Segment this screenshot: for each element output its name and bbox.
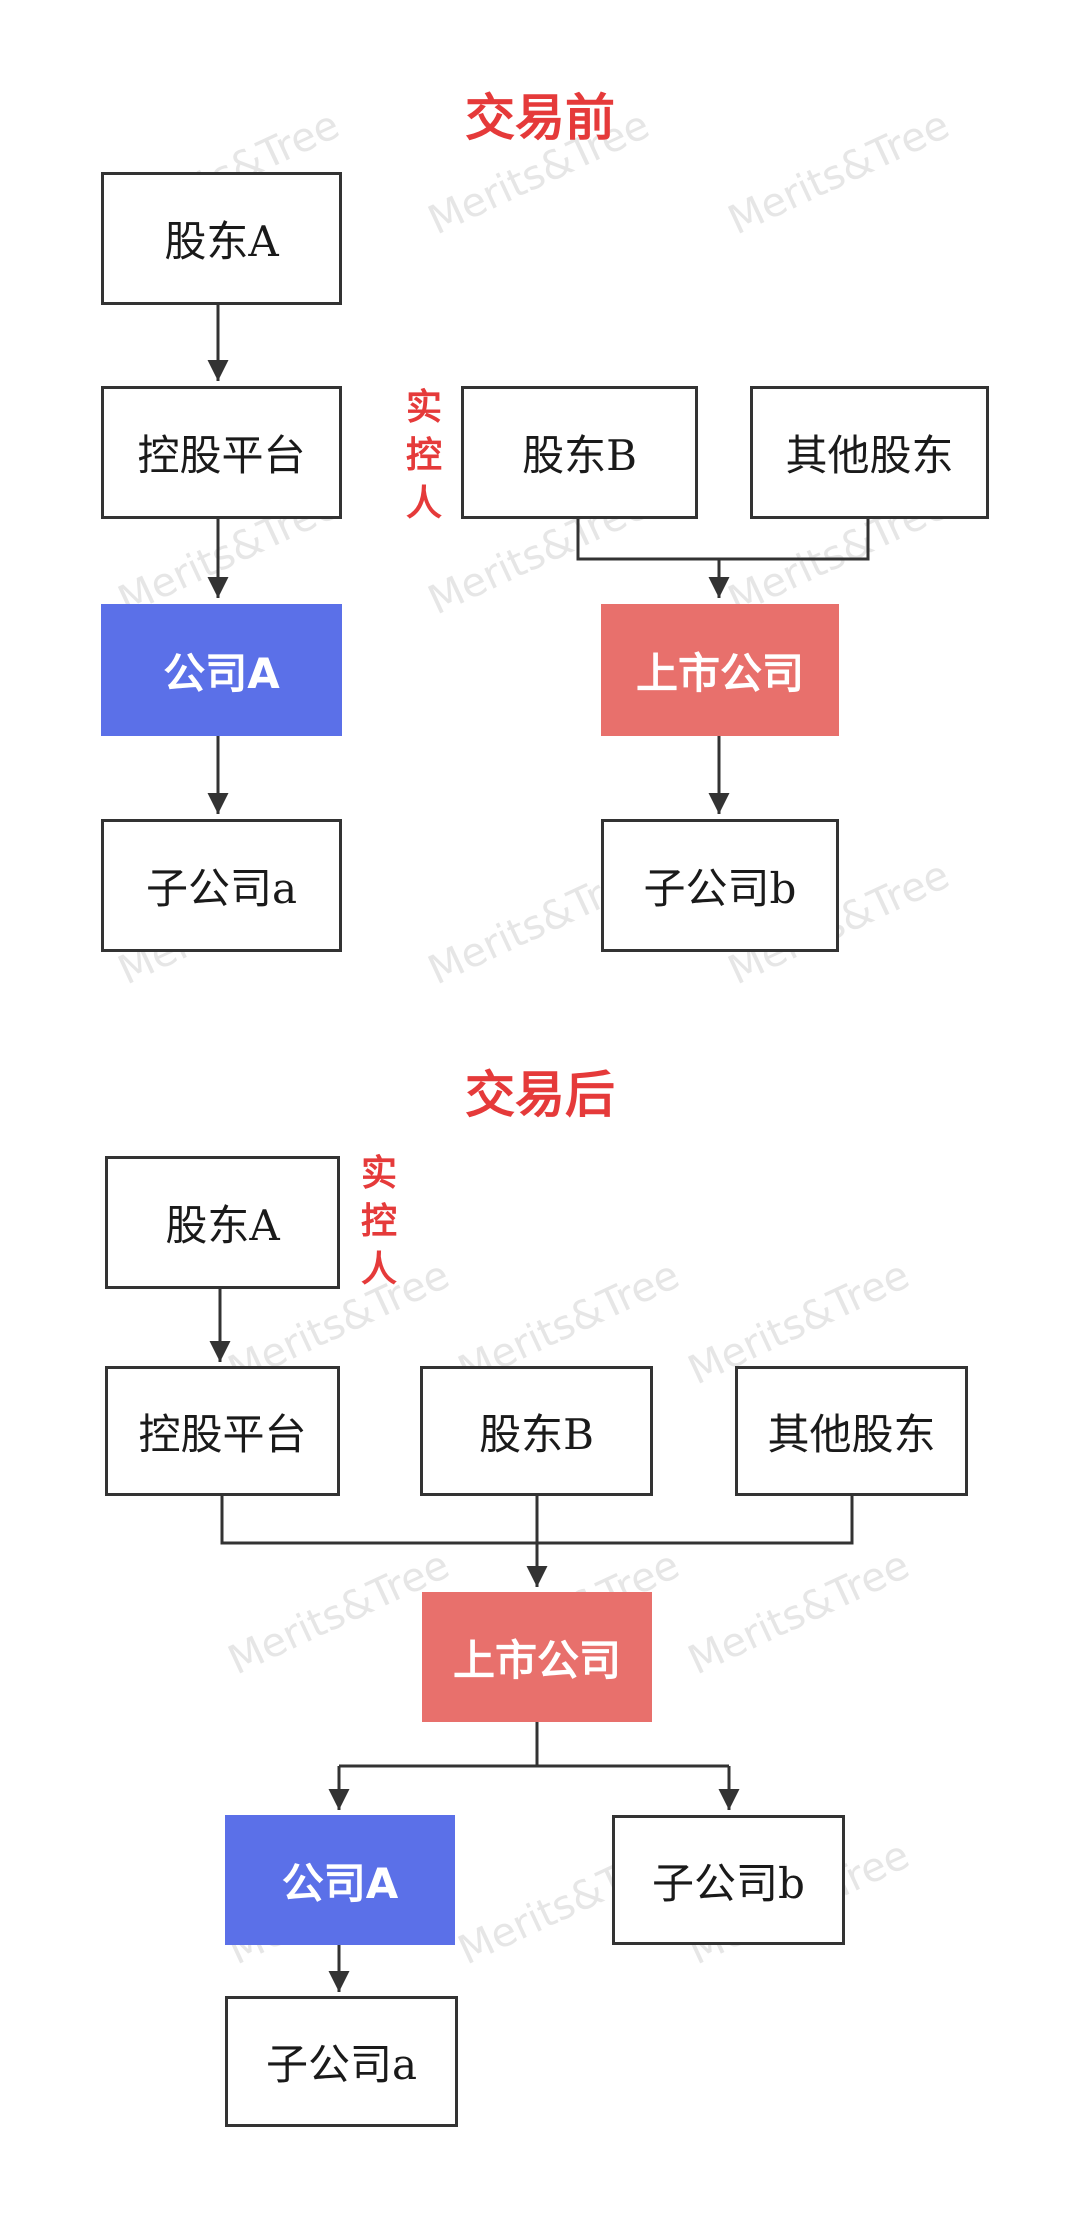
connector-line	[576, 519, 870, 561]
after-actual-controller-label: 实控人	[360, 1153, 397, 1290]
after-shareholder-a-box: 股东A	[105, 1156, 340, 1289]
before-shareholder-b-box: 股东B	[461, 386, 698, 519]
before-title: 交易前	[465, 89, 615, 147]
after-subsidiary-a-box: 子公司a	[225, 1996, 458, 2127]
after-other-shareholders-box: 其他股东	[735, 1366, 968, 1496]
after-holding-platform-box: 控股平台	[105, 1366, 340, 1496]
before-company-a-box: 公司A	[101, 604, 342, 736]
before-shareholder-a-box: 股东A	[101, 172, 342, 305]
after-subsidiary-b-box: 子公司b	[612, 1815, 845, 1945]
before-listed-company-box: 上市公司	[601, 604, 839, 736]
before-holding-platform-box: 控股平台	[101, 386, 342, 519]
before-other-shareholders-box: 其他股东	[750, 386, 989, 519]
before-actual-controller-label: 实控人	[405, 387, 442, 524]
before-subsidiary-a-box: 子公司a	[101, 819, 342, 952]
after-shareholder-b-box: 股东B	[420, 1366, 653, 1496]
after-listed-company-box: 上市公司	[422, 1592, 652, 1722]
after-title: 交易后	[465, 1066, 615, 1124]
after-company-a-box: 公司A	[225, 1815, 455, 1945]
before-subsidiary-b-box: 子公司b	[601, 819, 839, 952]
